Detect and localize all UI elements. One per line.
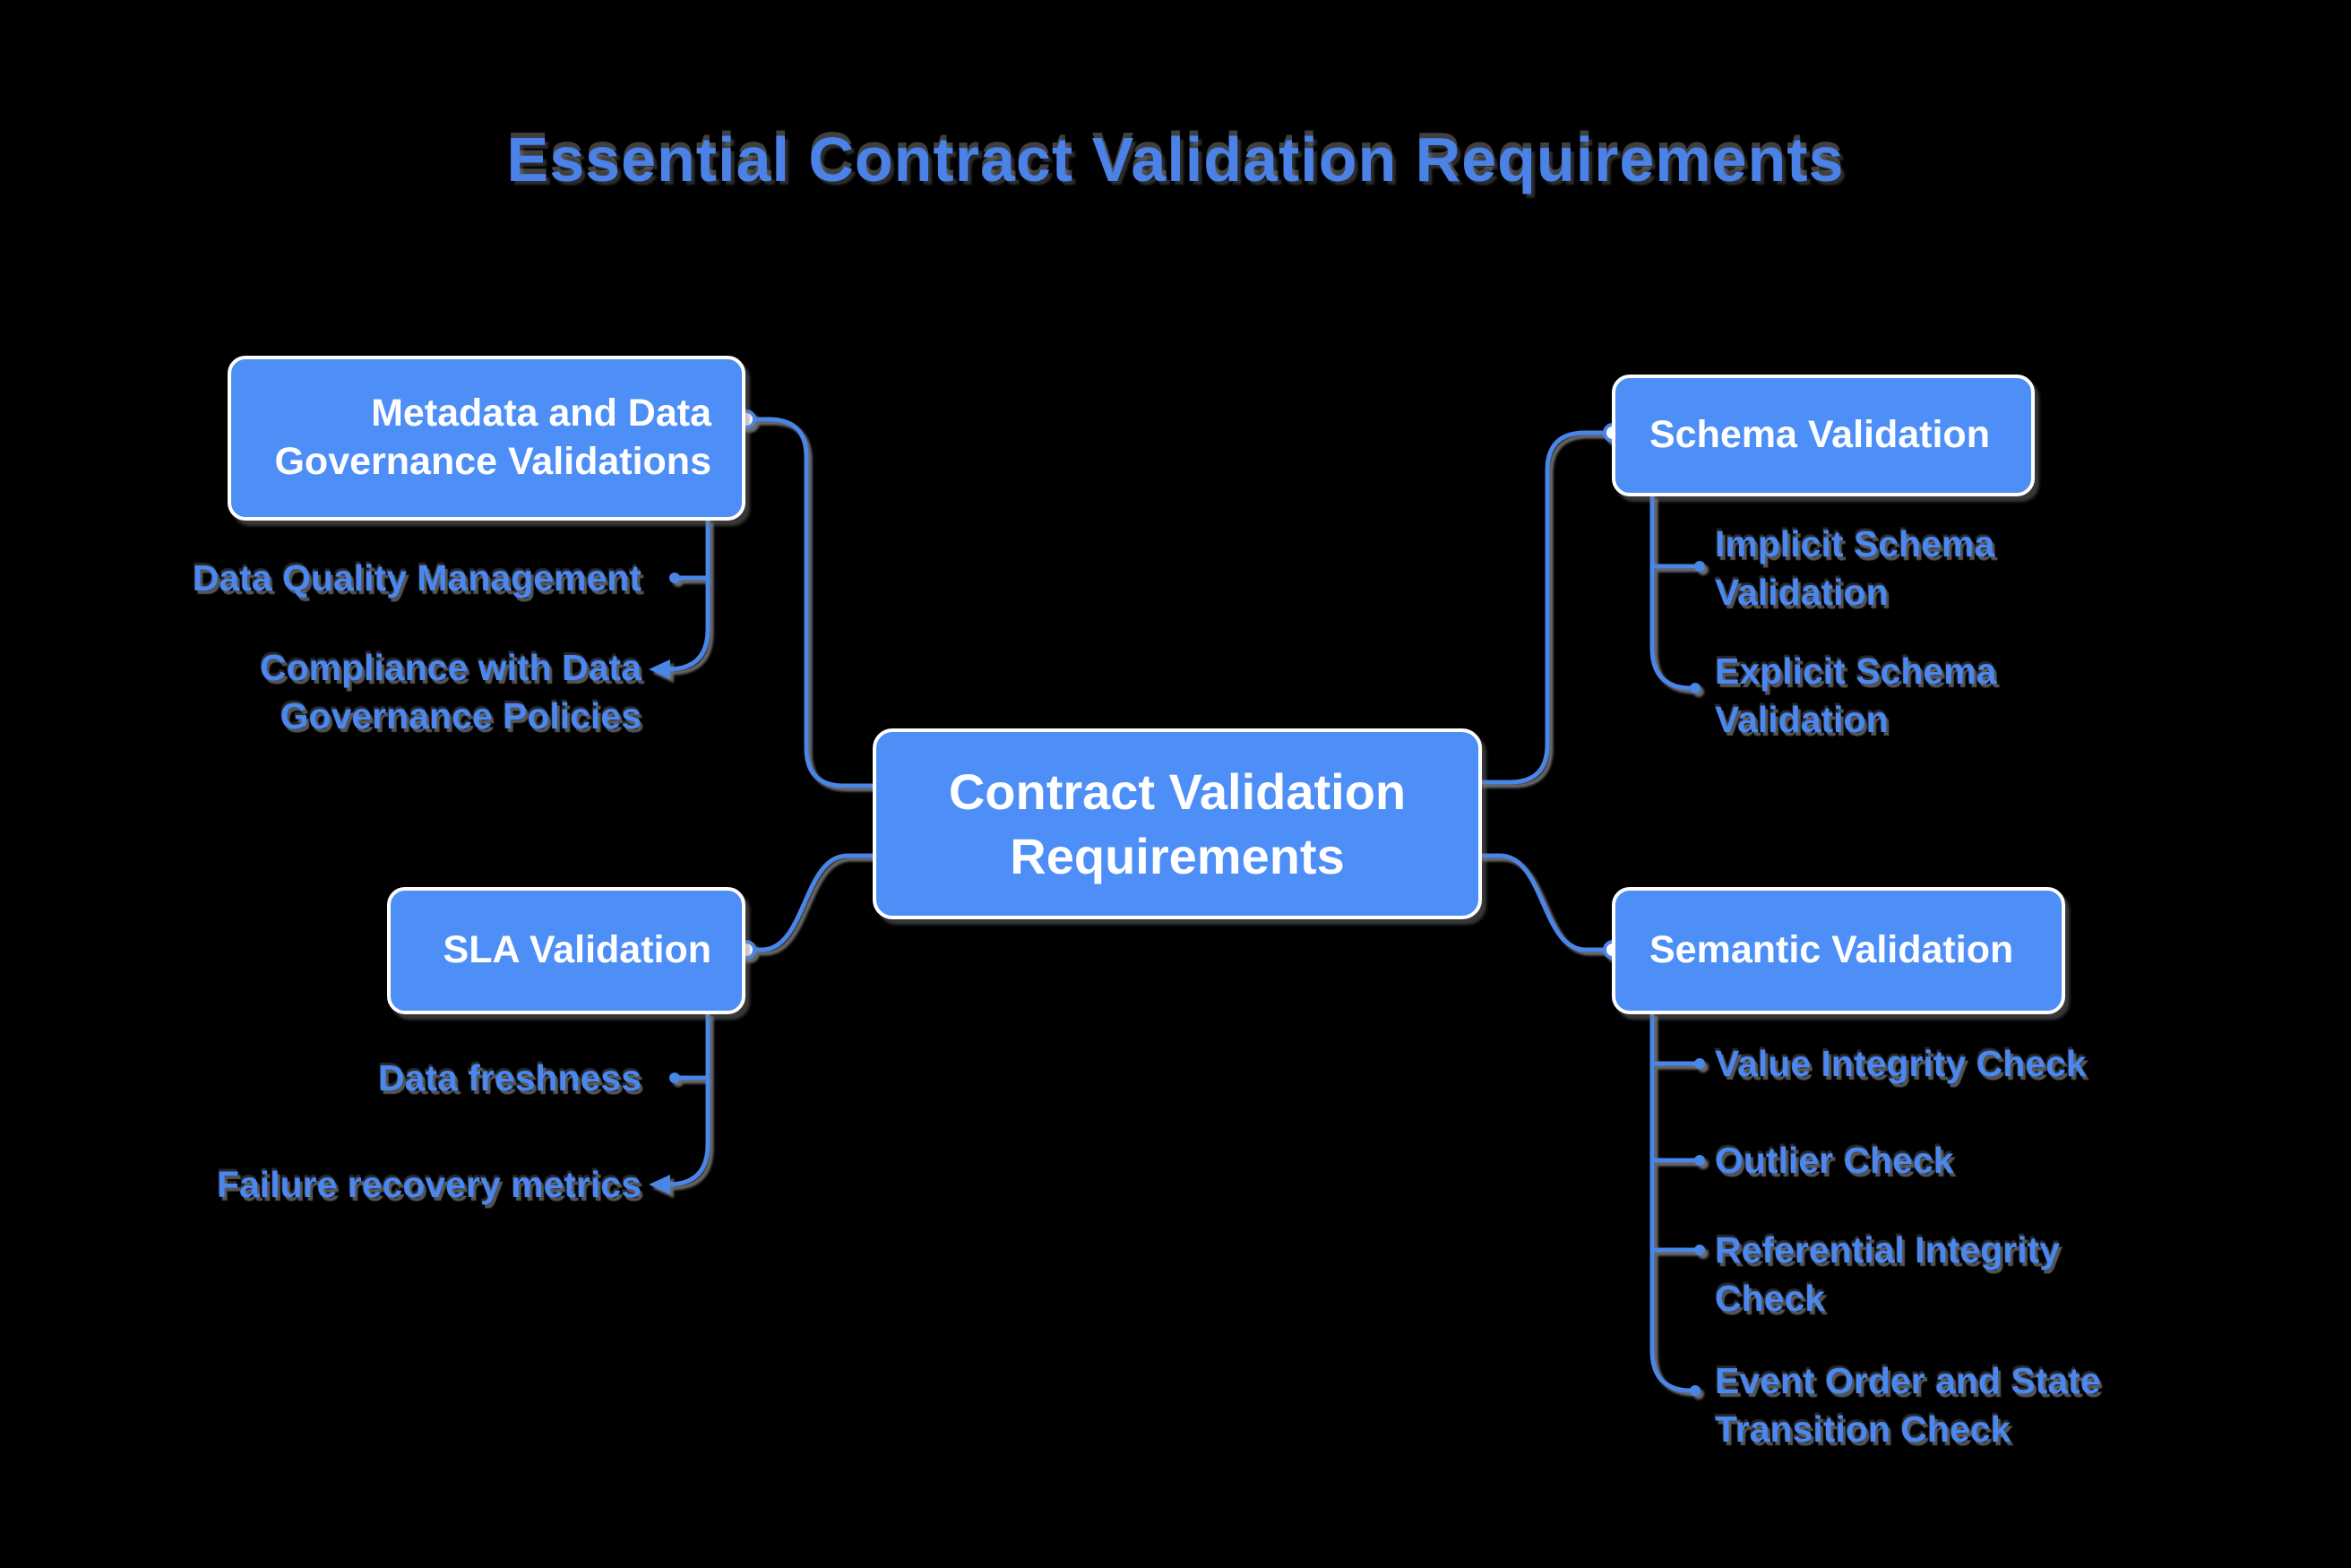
child-explicit-schema-validation[interactable]: Explicit Schema Validation — [1715, 650, 1997, 740]
trunk-metadata-children — [665, 518, 710, 672]
child-outlier-check[interactable]: Outlier Check — [1715, 1140, 1954, 1181]
node-label: Semantic Validation — [1649, 928, 2014, 972]
arrowhead-failure — [649, 1175, 670, 1194]
trunk-schema-children — [1649, 494, 1694, 691]
node-sla-validation[interactable]: SLA Validation — [387, 887, 745, 1014]
node-central-contract-validation-requirements[interactable]: Contract Validation Requirements — [873, 728, 1482, 919]
terminal-dot-data-quality — [669, 573, 680, 583]
connector-central-to-semantic — [1477, 853, 1615, 952]
connector-central-to-schema — [1477, 430, 1615, 785]
terminal-dot-outlier — [1694, 1155, 1705, 1166]
arrowhead-compliance — [649, 659, 670, 679]
connector-sla-to-central — [743, 853, 877, 952]
node-semantic-validation[interactable]: Semantic Validation — [1612, 887, 2065, 1014]
trunk-semantic-children — [1649, 1012, 1694, 1393]
node-label: Metadata and Data Governance Validations — [274, 392, 711, 483]
child-event-order-and-state-transition-check[interactable]: Event Order and State Transition Check — [1715, 1360, 2101, 1450]
node-metadata-and-data-governance-validations[interactable]: Metadata and Data Governance Validations — [228, 356, 745, 521]
terminal-dot-value — [1694, 1058, 1705, 1069]
terminal-dot-explicit — [1690, 683, 1701, 694]
child-implicit-schema-validation[interactable]: Implicit Schema Validation — [1715, 523, 1995, 613]
child-referential-integrity-check[interactable]: Referential Integrity Check — [1715, 1229, 2061, 1319]
terminal-dot-eventorder — [1690, 1385, 1701, 1396]
terminal-dot-implicit — [1694, 561, 1705, 572]
trunk-sla-children — [665, 1012, 710, 1187]
terminal-dot-freshness — [669, 1073, 680, 1083]
child-data-freshness[interactable]: Data freshness — [378, 1057, 642, 1098]
connector-metadata-to-central — [743, 417, 877, 788]
child-value-integrity-check[interactable]: Value Integrity Check — [1715, 1043, 2087, 1084]
terminal-dot-referential — [1694, 1245, 1705, 1255]
child-failure-recovery-metrics[interactable]: Failure recovery metrics — [216, 1164, 642, 1205]
node-label: Schema Validation — [1649, 413, 1990, 457]
node-label: SLA Validation — [443, 928, 711, 972]
node-schema-validation[interactable]: Schema Validation — [1612, 375, 2035, 496]
node-label: Contract Validation Requirements — [948, 762, 1407, 884]
diagram-title: Essential Contract Validation Requiremen… — [506, 125, 1845, 194]
child-data-quality-management[interactable]: Data Quality Management — [192, 557, 642, 599]
child-compliance-with-data-governance-policies[interactable]: Compliance with Data Governance Policies — [259, 647, 642, 737]
